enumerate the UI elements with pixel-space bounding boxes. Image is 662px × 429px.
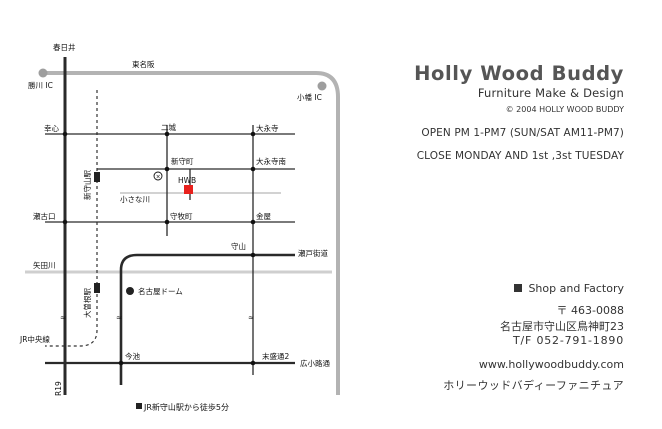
walk-note: JR新守山駅から徒歩5分 — [143, 402, 229, 412]
label-jr-chuo: JR中央線 — [19, 334, 50, 344]
shop-heading-label: Shop and Factory — [528, 282, 624, 295]
label-komaki-ic: 小幡 IC — [297, 92, 322, 102]
label-shinmoriyama-station: 新守山駅 — [82, 170, 92, 200]
shop-heading: Shop and Factory — [514, 282, 624, 295]
katsugawa-ic-marker — [38, 68, 48, 78]
road-seto-kaido — [119, 253, 295, 385]
label-hwb: HWB — [178, 176, 196, 185]
phone-fax: T/F 052-791-1890 — [513, 334, 624, 347]
closing-days: CLOSE MONDAY AND 1st ,3st TUESDAY — [416, 150, 624, 162]
label-tomeihan: 東名阪 — [132, 59, 155, 69]
label-katsugawa-ic: 勝川 IC — [28, 80, 53, 90]
label-yadagawa: 矢田川 — [33, 260, 56, 270]
label-r19: R19 — [54, 381, 63, 396]
access-map: ≈ ≈ ≈ × 春日井 東名阪 勝川 IC 小幡 IC 幸心 二城 大永寺 新守… — [19, 42, 340, 412]
brand-logo: Holly Wood Buddy — [414, 62, 624, 85]
intersection-dots — [62, 131, 256, 366]
nagoya-dome-marker — [126, 287, 134, 295]
expressway-tomeihan — [40, 71, 340, 395]
label-seto-kaido: 瀬戸街道 — [298, 248, 328, 258]
label-sekoguchi: 瀬古口 — [33, 211, 56, 221]
label-nagoya-dome: 名古屋ドーム — [138, 286, 183, 296]
copyright: © 2004 HOLLY WOOD BUDDY — [505, 105, 624, 114]
square-bullet-icon — [514, 284, 523, 292]
label-daieiji: 大永寺 — [256, 123, 279, 133]
label-ozone-station: 大曽根駅 — [82, 288, 92, 318]
svg-text:≈: ≈ — [60, 313, 66, 322]
label-daieiji-minami: 大永寺南 — [256, 156, 286, 166]
hwb-shop-marker — [184, 185, 193, 194]
label-hirokoji: 広小路通 — [300, 358, 330, 368]
label-kanaya: 金屋 — [256, 211, 271, 221]
street-address: 名古屋市守山区鳥神町23 — [500, 320, 624, 333]
label-suemori2: 末盛通2 — [262, 351, 289, 361]
svg-text:≈: ≈ — [116, 313, 122, 322]
svg-text:×: × — [156, 174, 161, 181]
label-kasugai: 春日井 — [53, 42, 76, 52]
label-moriyamamachi: 守牧町 — [170, 211, 193, 221]
shop-name-katakana: ホリーウッドバディーファニチュア — [443, 379, 624, 392]
label-shinmoricho: 新守町 — [171, 156, 194, 166]
ozone-station-marker — [94, 283, 100, 293]
tagline: Furniture Make & Design — [477, 86, 624, 100]
jr-chuo-line — [45, 90, 98, 347]
label-chiisana-kawa: 小さな川 — [120, 195, 150, 204]
opening-hours: OPEN PM 1-PM7 (SUN/SAT AM11-PM7) — [421, 127, 624, 139]
shinmoriyama-station-marker — [94, 172, 100, 182]
postal-code: 〒 463-0088 — [556, 304, 624, 317]
website-link[interactable]: www.hollywoodbuddy.com — [478, 358, 624, 371]
label-koushin: 幸心 — [44, 124, 59, 133]
svg-text:≈: ≈ — [248, 313, 254, 322]
komaki-ic-marker — [317, 81, 327, 91]
label-imaike: 今池 — [125, 351, 140, 361]
police-box-icon: × — [153, 171, 163, 181]
label-moriyama: 守山 — [231, 241, 246, 251]
label-nijo: 二城 — [161, 123, 176, 132]
